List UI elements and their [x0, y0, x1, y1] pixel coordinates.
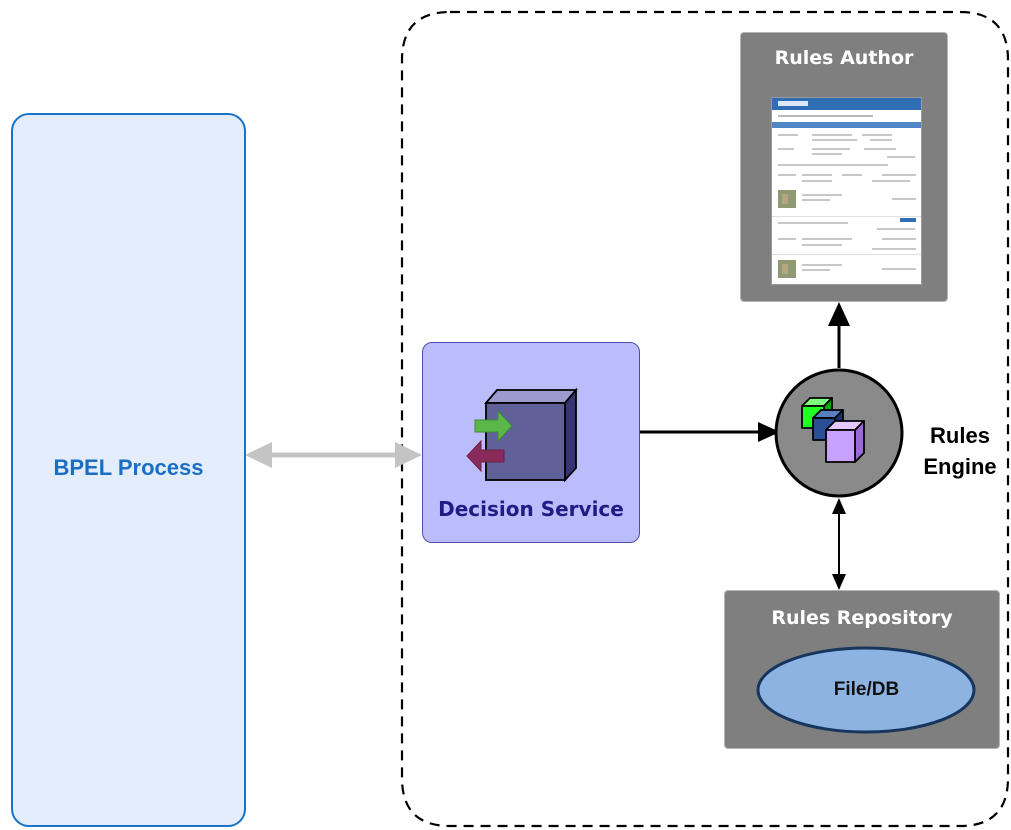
bpel-process-label: BPEL Process [53, 455, 204, 480]
decision-service-icon [466, 387, 578, 483]
bpel-process-box[interactable] [11, 113, 246, 827]
rules-repository-label: Rules Repository [771, 607, 953, 629]
rules-engine-label-line2: Engine [923, 454, 997, 479]
author-screenshot-thumbnail-icon [772, 98, 921, 278]
file-db-ellipse [756, 646, 976, 734]
engine-to-author-arrow [828, 302, 850, 368]
file-db-label: File/DB [833, 679, 900, 700]
bpel-decision-link [245, 442, 422, 468]
rules-engine-label: Rules Engine [910, 420, 1010, 482]
rules-engine-label-line1: Rules [930, 423, 990, 448]
engine-repository-arrow [832, 498, 846, 590]
rules-author-screenshot [771, 97, 922, 285]
rules-author-label: Rules Author [774, 47, 914, 69]
decision-service-label: Decision Service [438, 497, 624, 521]
engine-cubes-icon [801, 397, 865, 463]
rules-boundary [400, 10, 1010, 828]
